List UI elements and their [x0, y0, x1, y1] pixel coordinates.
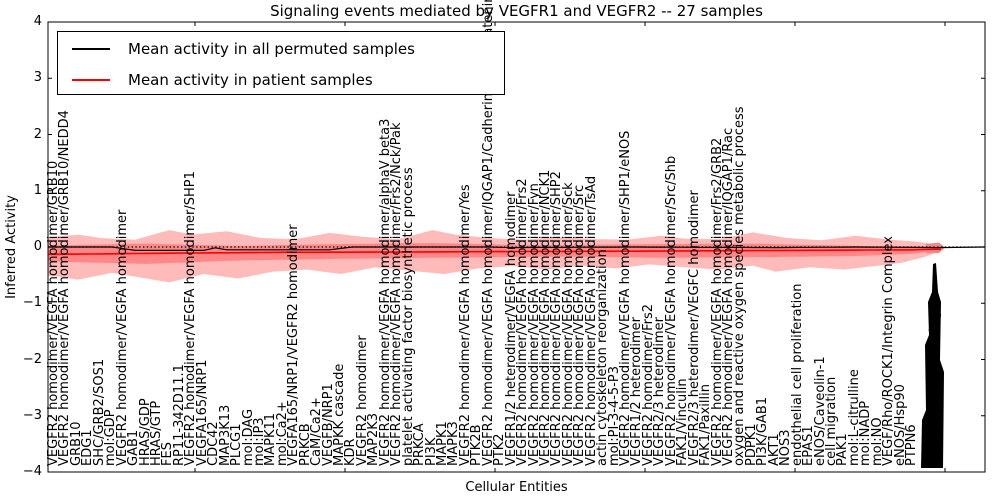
y-tick-label: 2	[33, 126, 42, 142]
legend-item-permuted: Mean activity in all permuted samples	[58, 34, 504, 63]
patient-inner-band	[48, 243, 941, 264]
overlapping-labels-blob	[921, 263, 944, 468]
patient-outer-band	[48, 230, 941, 283]
y-tick-label: −3	[22, 407, 42, 423]
legend-label: Mean activity in patient samples	[128, 70, 373, 89]
chart-title: Signaling events mediated by VEGFR1 and …	[270, 2, 763, 20]
legend-label: Mean activity in all permuted samples	[128, 39, 415, 58]
y-tick-label: −4	[22, 464, 42, 479]
cluster-visible-fragment: Integrin	[927, 293, 942, 344]
y-tick-label: 1	[33, 182, 42, 198]
y-tick-label: 3	[33, 70, 42, 86]
y-tick-label: 4	[33, 14, 42, 29]
patient-mean-line	[47, 248, 941, 256]
y-tick-label: 0	[33, 239, 42, 254]
legend-item-patient: Mean activity in patient samples	[58, 65, 504, 94]
x-tick-label: VEGFR2 homodimer/VEGFA homodimer/GRB10/N…	[57, 110, 73, 466]
legend: Mean activity in all permuted samples Me…	[57, 31, 505, 95]
x-tick-label: platelet activating factor biosynthetic …	[400, 167, 416, 466]
permuted-line-sample	[72, 47, 110, 50]
permuted-mean-line	[48, 246, 986, 251]
patient-line-sample	[72, 78, 110, 81]
y-tick-label: −2	[22, 351, 42, 367]
x-tick-label: oxygen and reactive oxygen species metab…	[732, 106, 748, 467]
y-tick-label: −1	[22, 295, 42, 311]
x-axis-label: Cellular Entities	[465, 480, 568, 495]
x-tick-label: PTPN6	[904, 424, 919, 466]
x-tick-label: VEGFR2 homodimer/VEGFA homodimer	[114, 209, 130, 466]
